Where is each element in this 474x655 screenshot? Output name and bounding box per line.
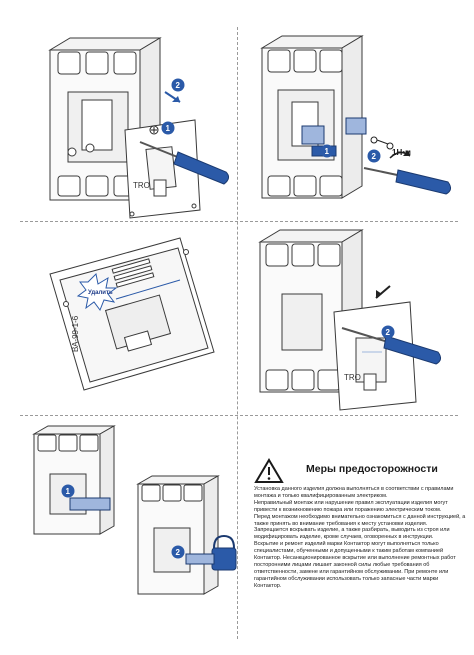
step-badge-1-label: 1 (166, 124, 171, 133)
remove-stamp-icon (76, 272, 118, 312)
step-badge-2-label: 2 (372, 152, 377, 161)
precautions-paragraph: Установка данного изделия должна выполня… (254, 486, 454, 499)
precautions-text: Установка данного изделия должна выполня… (254, 486, 466, 590)
screwdriver-icon (341, 327, 442, 365)
step-badge-2-label: 2 (176, 81, 181, 90)
lock-device (69, 497, 111, 511)
panel-1-illustration: TRO 2 1 (48, 37, 230, 219)
precautions-paragraph: Вскрытие и ремонт изделий марки Контакто… (254, 541, 456, 589)
horizontal-divider-top (20, 221, 458, 222)
screwdriver-icon (139, 141, 230, 185)
panel-1-remove-cover: TRO 2 1 (30, 30, 235, 220)
precautions-title: Меры предосторожности (306, 463, 438, 475)
panel-2-illustration: 1 2 (260, 35, 452, 199)
padlock-icon (211, 534, 237, 571)
torque-label: 1Н•м (392, 148, 411, 157)
panel-3-illustration: Удалить ВА-99-1-6 (49, 237, 215, 391)
remove-stamp-text: Удалить (88, 290, 113, 296)
step-badge-2 (171, 78, 185, 92)
panel-6-install-lock-2: 2 (130, 470, 237, 610)
step-badge-1 (61, 484, 75, 498)
warning-icon (254, 458, 284, 483)
panel-4-replace-cover: TRO 2 (242, 224, 467, 414)
step-badge-2 (367, 149, 381, 163)
panel-1-model-text: TRO (133, 181, 150, 190)
step-badge-2 (171, 545, 185, 559)
step-badge-2 (381, 325, 395, 339)
panel-5-install-lock-1: 1 (26, 420, 131, 540)
panel-3-remove-knockout: Удалить ВА-99-1-6 (30, 224, 235, 414)
step-badge-1-label: 1 (66, 487, 71, 496)
precautions-paragraph: Неправильный монтаж или нарушение правил… (254, 499, 448, 513)
screwdriver-icon (363, 167, 452, 195)
panel-2-fasten-accessory: 1 2 1Н•м (242, 30, 467, 220)
panel-4-illustration: TRO 2 (258, 229, 442, 411)
step-badge-1-label: 1 (325, 147, 330, 156)
step-badge-1 (320, 144, 334, 158)
step-badge-1 (161, 121, 175, 135)
panel-5-illustration: 1 (32, 425, 116, 535)
screw-icon (149, 125, 159, 135)
step-badge-2-label: 2 (176, 548, 181, 557)
step-badge-2-label: 2 (386, 328, 391, 337)
horizontal-divider-bottom (20, 415, 458, 416)
vertical-divider (237, 27, 238, 639)
precautions-paragraph: Перед монтажом необходимо внимательно оз… (254, 513, 466, 527)
panel-6-illustration: 2 (136, 475, 237, 595)
side-code-text: ВА-99-1-6 (71, 315, 80, 352)
precautions-paragraph: Запрещается вскрывать изделие, а также р… (254, 527, 450, 541)
panel-4-model-text: TRO (344, 373, 361, 382)
